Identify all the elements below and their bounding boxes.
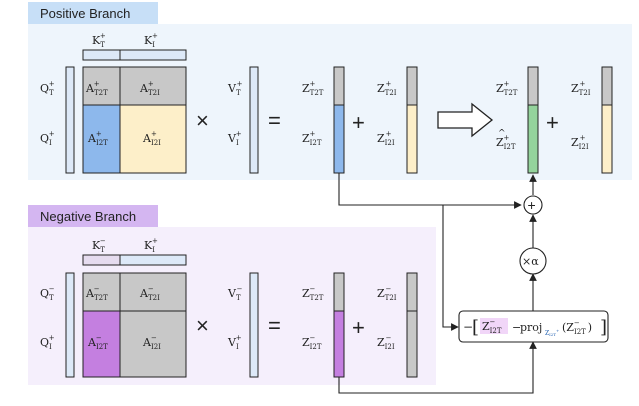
neg-cell-t2t-label: AT2T− [85,285,108,302]
neg-cell-i2t-label: AI2T− [87,334,108,351]
neg-equals-op: = [268,313,281,338]
proj-operator: proj [520,321,542,334]
neg-plus-op: + [352,315,365,340]
neg-cell-t2i-label: AT2I− [139,285,160,302]
pos-equals-op: = [268,108,281,133]
oplus-symbol: + [528,197,536,213]
projection-box: − [ ZI2T− − proj ZI2T+ (ZI2T−) ] [458,310,609,343]
pos-q-label-t: QT+ [40,80,55,97]
pos-zout-right-bottom [601,104,613,174]
neg-z-left-t2t: ZT2T− [302,285,324,302]
neg-cell-t2i [119,272,187,312]
positive-branch-title: Positive Branch [40,6,130,21]
negative-branch-title: Negative Branch [40,209,136,224]
pos-times-op: × [196,108,209,133]
pos-z-left-bottom [333,104,345,174]
proj-close-bracket: ] [600,317,607,338]
pos-cell-t2i [119,66,187,106]
pos-z-to-oplus-line [338,173,522,209]
pos-zout-right-top [601,66,613,106]
negative-branch: Negative Branch KT− KI+ QT− QI+ AT2T− AT… [28,205,436,385]
neg-v-bar [249,272,259,378]
neg-v-label-t: VT− [227,285,243,302]
neg-z-right-top [406,272,418,312]
pos-q-label-i: QI+ [40,130,55,147]
neg-z-left-i2t: ZI2T− [302,334,322,351]
proj-paren-term: (ZI2T−) [562,319,592,336]
proj-sub-z: ZI2T+ [545,328,559,337]
proj-open-bracket: [ [472,317,479,338]
neg-v-label-i: VI+ [227,334,242,351]
pos-cell-t2t-label: AT2T+ [85,80,108,97]
pos-out-plus-op: + [546,110,559,135]
neg-z-right-bottom [406,310,418,378]
neg-q-label-t: QT− [40,285,55,302]
proj-z-highlight [480,318,508,334]
pos-z-right-top [406,66,418,106]
neg-cell-i2i-label: AI2I− [142,334,161,351]
pos-zout-left-i2t: ZI2T+ [496,134,516,151]
proj-leading-minus: − [463,320,473,334]
pos-cell-t2i-label: AT2I+ [139,80,160,97]
negative-branch-title-bg [28,205,158,227]
pos-zout-left-t2t: ZT2T+ [496,80,518,97]
neg-z-left-bottom [333,310,345,378]
neg-cell-i2i [119,310,187,378]
pos-z-left-i2t: ZI2T+ [302,130,322,147]
pos-transform-arrow [437,102,494,138]
neg-cell-i2t [82,310,121,378]
neg-z-right-i2i: ZI2I− [377,334,395,351]
neg-z-left-top [333,272,345,312]
pos-k-bar-t [82,49,121,61]
pos-v-label-t: VT+ [227,80,243,97]
pos-z-left-top [333,66,345,106]
neg-q-label-i: QI+ [40,334,55,351]
pos-cell-i2t-label: AI2T+ [87,130,108,147]
pos-z-left-t2t: ZT2T+ [302,80,324,97]
neg-z-to-proj-line [338,341,537,394]
pos-v-label-i: VI+ [227,130,242,147]
neg-q-bar [65,272,75,378]
pos-k-label-t: KT+ [92,32,106,49]
pos-z-right-bottom [406,104,418,174]
scale-alpha-label: ×α [522,255,539,268]
neg-times-op: × [196,313,209,338]
neg-k-label-t: KT− [92,237,106,254]
proj-minus: − [512,321,521,334]
neg-k-bar-t [82,254,121,266]
pos-cell-i2t [82,104,121,174]
pos-z-right-i2i: ZI2I+ [377,130,395,147]
oplus-node: + [523,195,543,215]
pos-zout-left-top [527,66,539,106]
positive-branch: Positive Branch KT+ KI+ QT+ QI+ AT2T+ AT… [28,2,632,180]
proj-z-term: ZI2T− [482,318,502,335]
pos-q-bar [65,66,75,174]
pos-z-right-t2i: ZT2I+ [377,80,397,97]
scale-alpha-node: ×α [519,247,547,275]
pos-k-bar-i [119,49,187,61]
pos-plus-op: + [352,110,365,135]
connectors [338,173,537,394]
neg-k-label-i: KI+ [144,237,158,254]
pos-cell-i2i-label: AI2I+ [142,130,161,147]
positive-branch-title-bg [28,2,158,24]
pos-zout-left-bottom [527,104,539,174]
pos-z-to-proj-line [442,205,459,331]
pos-k-label-i: KI+ [144,32,158,49]
neg-z-right-t2i: ZT2I− [377,285,397,302]
pos-zout-hat-mark: ^ [498,129,506,139]
pos-zout-right-t2i: ZT2I+ [571,80,591,97]
pos-v-bar [249,66,259,174]
pos-cell-i2i [119,104,187,174]
pos-zout-right-i2i: ZI2I+ [571,134,589,151]
neg-k-bar-i [119,254,187,266]
